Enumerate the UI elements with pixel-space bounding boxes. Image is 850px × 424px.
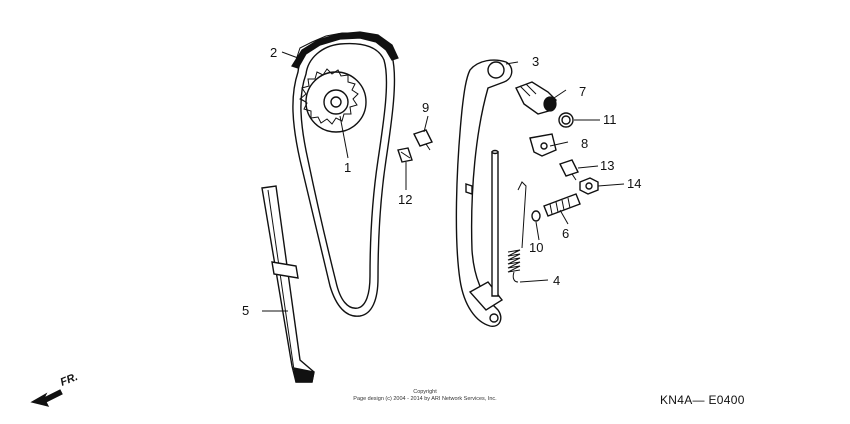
- callout-14: 14: [627, 176, 641, 191]
- tensioner-rod: [491, 149, 499, 297]
- tensioner-arm: [455, 59, 513, 327]
- adjusting-bolt: [543, 193, 581, 217]
- copyright-notice: Copyright Page design (c) 2004 - 2014 by…: [320, 389, 530, 403]
- catalog-code: KN4A— E0400: [660, 393, 745, 407]
- o-ring: [558, 112, 574, 128]
- callout-3: 3: [532, 54, 539, 69]
- callout-6: 6: [562, 226, 569, 241]
- callout-13: 13: [600, 158, 614, 173]
- stopper-plate: [529, 133, 557, 157]
- bolt-9: [413, 129, 433, 151]
- copyright-line-2: Page design (c) 2004 - 2014 by ARI Netwo…: [353, 396, 497, 402]
- front-direction-arrow: FR.: [30, 371, 80, 407]
- callout-5: 5: [242, 303, 249, 318]
- nut-14: [579, 177, 599, 195]
- front-direction-label: FR.: [59, 371, 80, 389]
- bolt-13: [559, 159, 579, 181]
- callout-2: 2: [270, 45, 277, 60]
- callout-1: 1: [344, 160, 351, 175]
- tensioner-spring: [507, 181, 527, 283]
- cam-sprocket: [299, 68, 367, 133]
- callout-12: 12: [398, 192, 412, 207]
- copyright-line-1: Copyright: [413, 389, 437, 395]
- callout-9: 9: [422, 100, 429, 115]
- bolt-12: [397, 147, 413, 163]
- callout-8: 8: [581, 136, 588, 151]
- tensioner-lifter: [515, 81, 557, 115]
- leader-lines: [262, 51, 625, 312]
- washer-10: [531, 210, 541, 222]
- callout-11: 11: [603, 112, 617, 127]
- callout-10: 10: [529, 240, 543, 255]
- callout-7: 7: [579, 84, 586, 99]
- callout-4: 4: [553, 273, 560, 288]
- cam-chain-guide: [261, 185, 315, 383]
